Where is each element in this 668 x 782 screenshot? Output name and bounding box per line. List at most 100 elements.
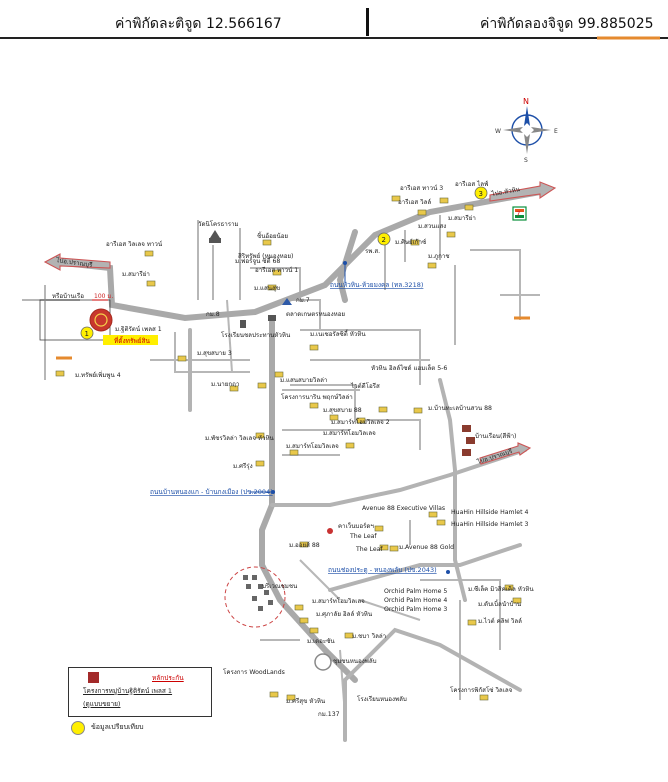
label-village-42: ม.ศุภาลัย ฮิลล์ หัวหิน	[316, 610, 373, 618]
subject-name: ม.ฐิติรัตน์ เพลส 1	[115, 325, 162, 333]
roundabout	[314, 653, 332, 671]
label-village-3: ม.สมารีย่า	[122, 270, 150, 278]
label-village-50: ม.ศรีสุข หัวหิน	[286, 697, 326, 705]
community-houses	[243, 575, 273, 611]
label-junction: รพ.ส.	[365, 248, 380, 255]
road-label-pranburi: ไปอ.ปราณบุรี	[55, 256, 94, 269]
compass-e: E	[554, 128, 558, 135]
label-village-10: ม.นายกฤา	[211, 381, 239, 388]
label-village-15: ม.ศรีรุ่ง	[233, 462, 253, 470]
distance-label: 100 ม.	[94, 293, 113, 300]
label-village-9: โครงการนาริน พฤกษ์วิลล่า	[281, 393, 353, 401]
label-village-17: หัวหิน ฮิลล์ไซด์ แฮมเล็ต 5-6	[371, 363, 447, 372]
label-village-44: ม.ชบา วิลล่า	[352, 633, 386, 640]
label-village-22: อารีเอส ทาวน์ 3	[400, 184, 443, 192]
label-village-38: Orchid Palm Home 5	[384, 588, 447, 595]
label-village-35: คาเว็นบอร์ดฯ	[338, 521, 374, 530]
arrow-pranburi	[43, 253, 111, 271]
label-village-37: บริเวณชุมชน	[262, 583, 298, 590]
legend-comparison-swatch	[71, 721, 85, 735]
label-village-40: Orchid Palm Home 3	[384, 606, 447, 613]
label-village-5: ม.สุขสบาย 3	[197, 350, 232, 357]
marker-2: 2	[382, 236, 386, 244]
label-village-46: ม.ดับเบิ้ลนำบ้าน	[478, 599, 522, 608]
map-legend: หลักประกัน โครงการหมู่บ้านฐิติรัตน์ เพลส…	[68, 667, 212, 717]
label-village-21: อารีเอส วิลล์	[398, 198, 431, 206]
label-village-23: อารีเอส ไลฟ์	[455, 180, 488, 188]
label-village-34: ม.Avenue 88 Gold	[399, 544, 454, 551]
label-village-18: ม.บ้านทะเลบ้านสวน 88	[428, 404, 492, 412]
legend-comparison-label: ข้อมูลเปรียบเทียบ	[91, 723, 144, 731]
compass-s: S	[524, 157, 528, 164]
legend-project: โครงการหมู่บ้านฐิติรัตน์ เพลส 1	[83, 687, 173, 695]
landmarks	[209, 230, 475, 534]
arrow-huahin	[489, 181, 557, 202]
label-village-31: HuaHin Hillside Hamlet 3	[451, 521, 528, 528]
seven-eleven-logo: 7	[512, 206, 527, 221]
minor-roads	[22, 215, 540, 716]
label-km7: กม.7	[296, 297, 310, 304]
label-village-49: โครงการ WoodLands	[223, 668, 285, 676]
subject-label: ที่ตั้งทรัพย์สิน	[114, 336, 151, 345]
label-village-41: ม.สมาร์ทโฮมวิลเลจ	[312, 597, 365, 605]
label-village-13: ม.สมาร์ทโฮมวิลเลจ	[323, 429, 376, 437]
road-label-ps2043: ถนนช่องประตู - หนองพลับ (ปข.2043)	[328, 566, 437, 574]
longitude-label: ค่าพิกัดลองจิจูด 99.885025	[480, 16, 654, 32]
village-house-icons	[55, 195, 522, 701]
header-rule	[0, 37, 668, 39]
label-village-4: ม.ทรัพย์เพิ่มพูน 4	[75, 371, 121, 379]
marker-3: 3	[479, 190, 483, 198]
label-village-33: The Leaf	[355, 546, 383, 553]
direction-arrows	[43, 181, 557, 465]
label-market: ตลาดเกษตรหนองหอย	[286, 311, 345, 318]
label-km8: กม.8	[206, 311, 220, 318]
legend-see-detail: (ดูแบบขยาย)	[83, 700, 121, 708]
orange-marks	[56, 36, 660, 360]
place-labels: วัดนิโครธาราม อารีเอส วิลเลจ ทาวน์ ม.สมา…	[52, 180, 534, 718]
label-village-39: Orchid Palm Home 4	[384, 597, 447, 604]
label-village-20: อารีเอส ทาวน์ 1	[255, 266, 298, 274]
label-village-27: ม.สมารีย่า	[448, 214, 476, 222]
label-village-47: ม.ไวต์ คลิฟ วิลล์	[478, 617, 522, 625]
label-village-45: ม.ซีเล็ค มิวสิคเคิล หัวหิน	[468, 584, 534, 593]
label-wat: วัดนิโครธาราม	[198, 220, 239, 228]
label-village-54: ไวต์ดีโอรีส	[350, 382, 380, 390]
label-village-48: ชุมชนหนองพลับ	[333, 658, 377, 665]
label-village-55: บ้านเรือน(สีฟ้า)	[475, 432, 516, 440]
road-hillside	[438, 378, 467, 602]
label-village-28: ม.สุขสบาย 88	[323, 407, 362, 414]
label-village-11: ม.ฟอร์จูน ซิตี้ 68	[235, 256, 280, 265]
label-village-36: ม.ออยส์ 88	[289, 541, 320, 549]
latitude-label: ค่าพิกัดละติจูด 12.566167	[115, 16, 282, 32]
legend-comparison: ข้อมูลเปรียบเทียบ	[68, 720, 218, 736]
arrow-pranburi-town	[479, 442, 532, 465]
header-divider	[366, 8, 369, 36]
road-label-3218: ถนนหัวหิน-ห้วยมงคล (ทล.3218)	[330, 281, 423, 289]
label-hospital: ชิ้นอ้อยน้อย	[257, 231, 288, 240]
main-road-3218	[52, 189, 543, 322]
label-village-8: ม.แสนสบายวิลล่า	[280, 377, 327, 384]
label-village-1: สิริทรัพย์ (หนองหอย)	[238, 252, 294, 260]
coordinate-header: ค่าพิกัดละติจูด 12.566167 ค่าพิกัดลองจิจ…	[0, 0, 668, 39]
compass-n: N	[523, 97, 529, 106]
road-south-east	[343, 627, 522, 692]
marker-1: 1	[85, 330, 89, 338]
label-village-19: หรือบ้านเรือ	[52, 292, 84, 300]
label-village-30: HuaHin Hillside Hamlet 4	[451, 509, 528, 516]
label-village-52: โครงการพิกัสโซ่ วิลเลจ	[450, 686, 513, 694]
comparison-markers: 1 2 3	[80, 186, 488, 340]
label-village-43: ม.เดอะซัน	[307, 638, 335, 645]
legend-collateral-swatch	[88, 672, 99, 683]
road-label-ps2004: ถนนบ้านหนองแก - บ้านกงเมือง (ปข.2004)	[150, 488, 273, 496]
road-branch-north	[336, 229, 358, 303]
label-village-2: อารีเอส วิลเลจ ทาวน์	[106, 240, 163, 248]
road-to-pranburi	[270, 448, 527, 507]
label-village-25: ม.สวนแสง	[418, 223, 446, 230]
compass-rose: N S W E	[495, 97, 558, 164]
label-school: โรงเรียนชลประทานหัวหิน	[221, 331, 291, 339]
legend-collateral: หลักประกัน	[152, 674, 184, 682]
community-area	[224, 566, 286, 628]
label-village-16: ม.สมาร์ทโฮมวิลเลจ	[286, 442, 339, 450]
label-village-53: กม.137	[318, 711, 340, 718]
